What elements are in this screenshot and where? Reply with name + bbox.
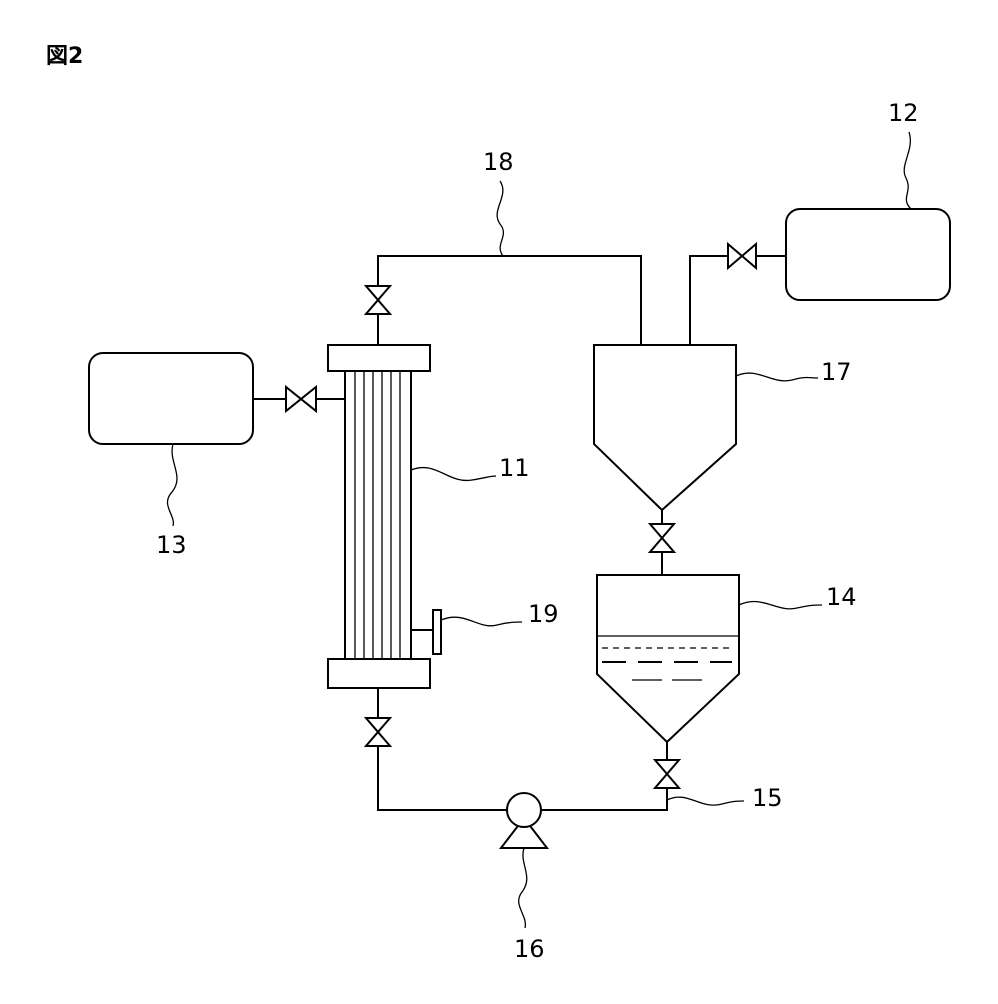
- valve-tank-13: [286, 387, 316, 411]
- module-bottom-cap: [328, 659, 430, 688]
- valve-15: [655, 760, 679, 788]
- valve-top-left: [366, 286, 390, 314]
- pipe-top: [378, 256, 641, 345]
- tank-12: [786, 209, 950, 300]
- piping: [254, 256, 786, 810]
- label-18: 18: [483, 148, 514, 176]
- hopper: [594, 345, 736, 510]
- label-13: 13: [156, 531, 187, 559]
- valve-hopper: [650, 524, 674, 552]
- pump: [501, 793, 547, 848]
- valve-module-bottom: [366, 718, 390, 746]
- label-19: 19: [528, 600, 559, 628]
- tank-13: [89, 353, 253, 444]
- label-12: 12: [888, 99, 919, 127]
- module-top-cap: [328, 345, 430, 371]
- label-16: 16: [514, 935, 545, 963]
- label-11: 11: [499, 454, 530, 482]
- pipe-to-tank-12: [690, 256, 728, 345]
- valve-tank-12: [728, 244, 756, 268]
- label-17: 17: [821, 358, 852, 386]
- liquid-tank: [597, 575, 739, 742]
- membrane-module: [328, 345, 441, 688]
- port-19: [433, 610, 441, 654]
- pipe-bottom: [378, 746, 506, 810]
- label-14: 14: [826, 583, 857, 611]
- label-15: 15: [752, 784, 783, 812]
